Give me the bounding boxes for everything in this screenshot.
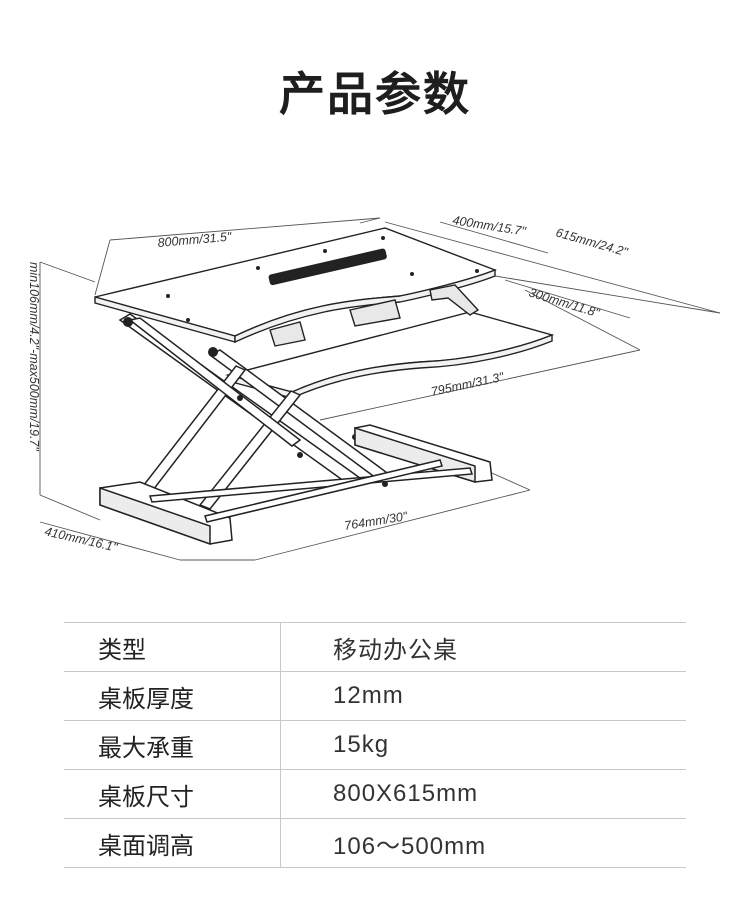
spec-value: 106～500mm — [280, 818, 686, 868]
spec-label: 类型 — [64, 622, 281, 672]
table-row: 最大承重 15kg — [64, 720, 686, 770]
page-title: 产品参数 — [279, 67, 471, 121]
spec-label: 最大承重 — [64, 720, 281, 770]
dim-depth-total: 615mm/24.2" — [554, 225, 629, 259]
dim-width-top: 800mm/31.5" — [157, 230, 232, 250]
dim-height-range: min106mm/4.2"-max500mm/19.7" — [27, 262, 41, 451]
table-row: 桌板厚度 12mm — [64, 671, 686, 721]
dim-depth-keyboard: 300mm/11.8" — [527, 285, 601, 320]
spec-table: 类型 移动办公桌 桌板厚度 12mm 最大承重 15kg 桌板尺寸 800X61… — [64, 622, 686, 868]
dim-width-keyboard: 795mm/31.3" — [430, 370, 506, 399]
spec-value: 800X615mm — [280, 769, 686, 819]
spec-value: 移动办公桌 — [280, 622, 686, 672]
dim-depth-top: 400mm/15.7" — [452, 213, 528, 238]
spec-label: 桌面调高 — [64, 818, 281, 868]
desk-dimension-diagram: 800mm/31.5" 400mm/15.7" 615mm/24.2" 300m… — [27, 213, 721, 561]
spec-value: 12mm — [280, 671, 686, 721]
spec-label: 桌板厚度 — [64, 671, 281, 721]
table-row: 桌面调高 106～500mm — [64, 818, 686, 868]
spec-value: 15kg — [280, 720, 686, 770]
dim-depth-base: 410mm/16.1" — [43, 524, 119, 554]
spec-label: 桌板尺寸 — [64, 769, 281, 819]
table-row: 类型 移动办公桌 — [64, 622, 686, 672]
table-row: 桌板尺寸 800X615mm — [64, 769, 686, 819]
